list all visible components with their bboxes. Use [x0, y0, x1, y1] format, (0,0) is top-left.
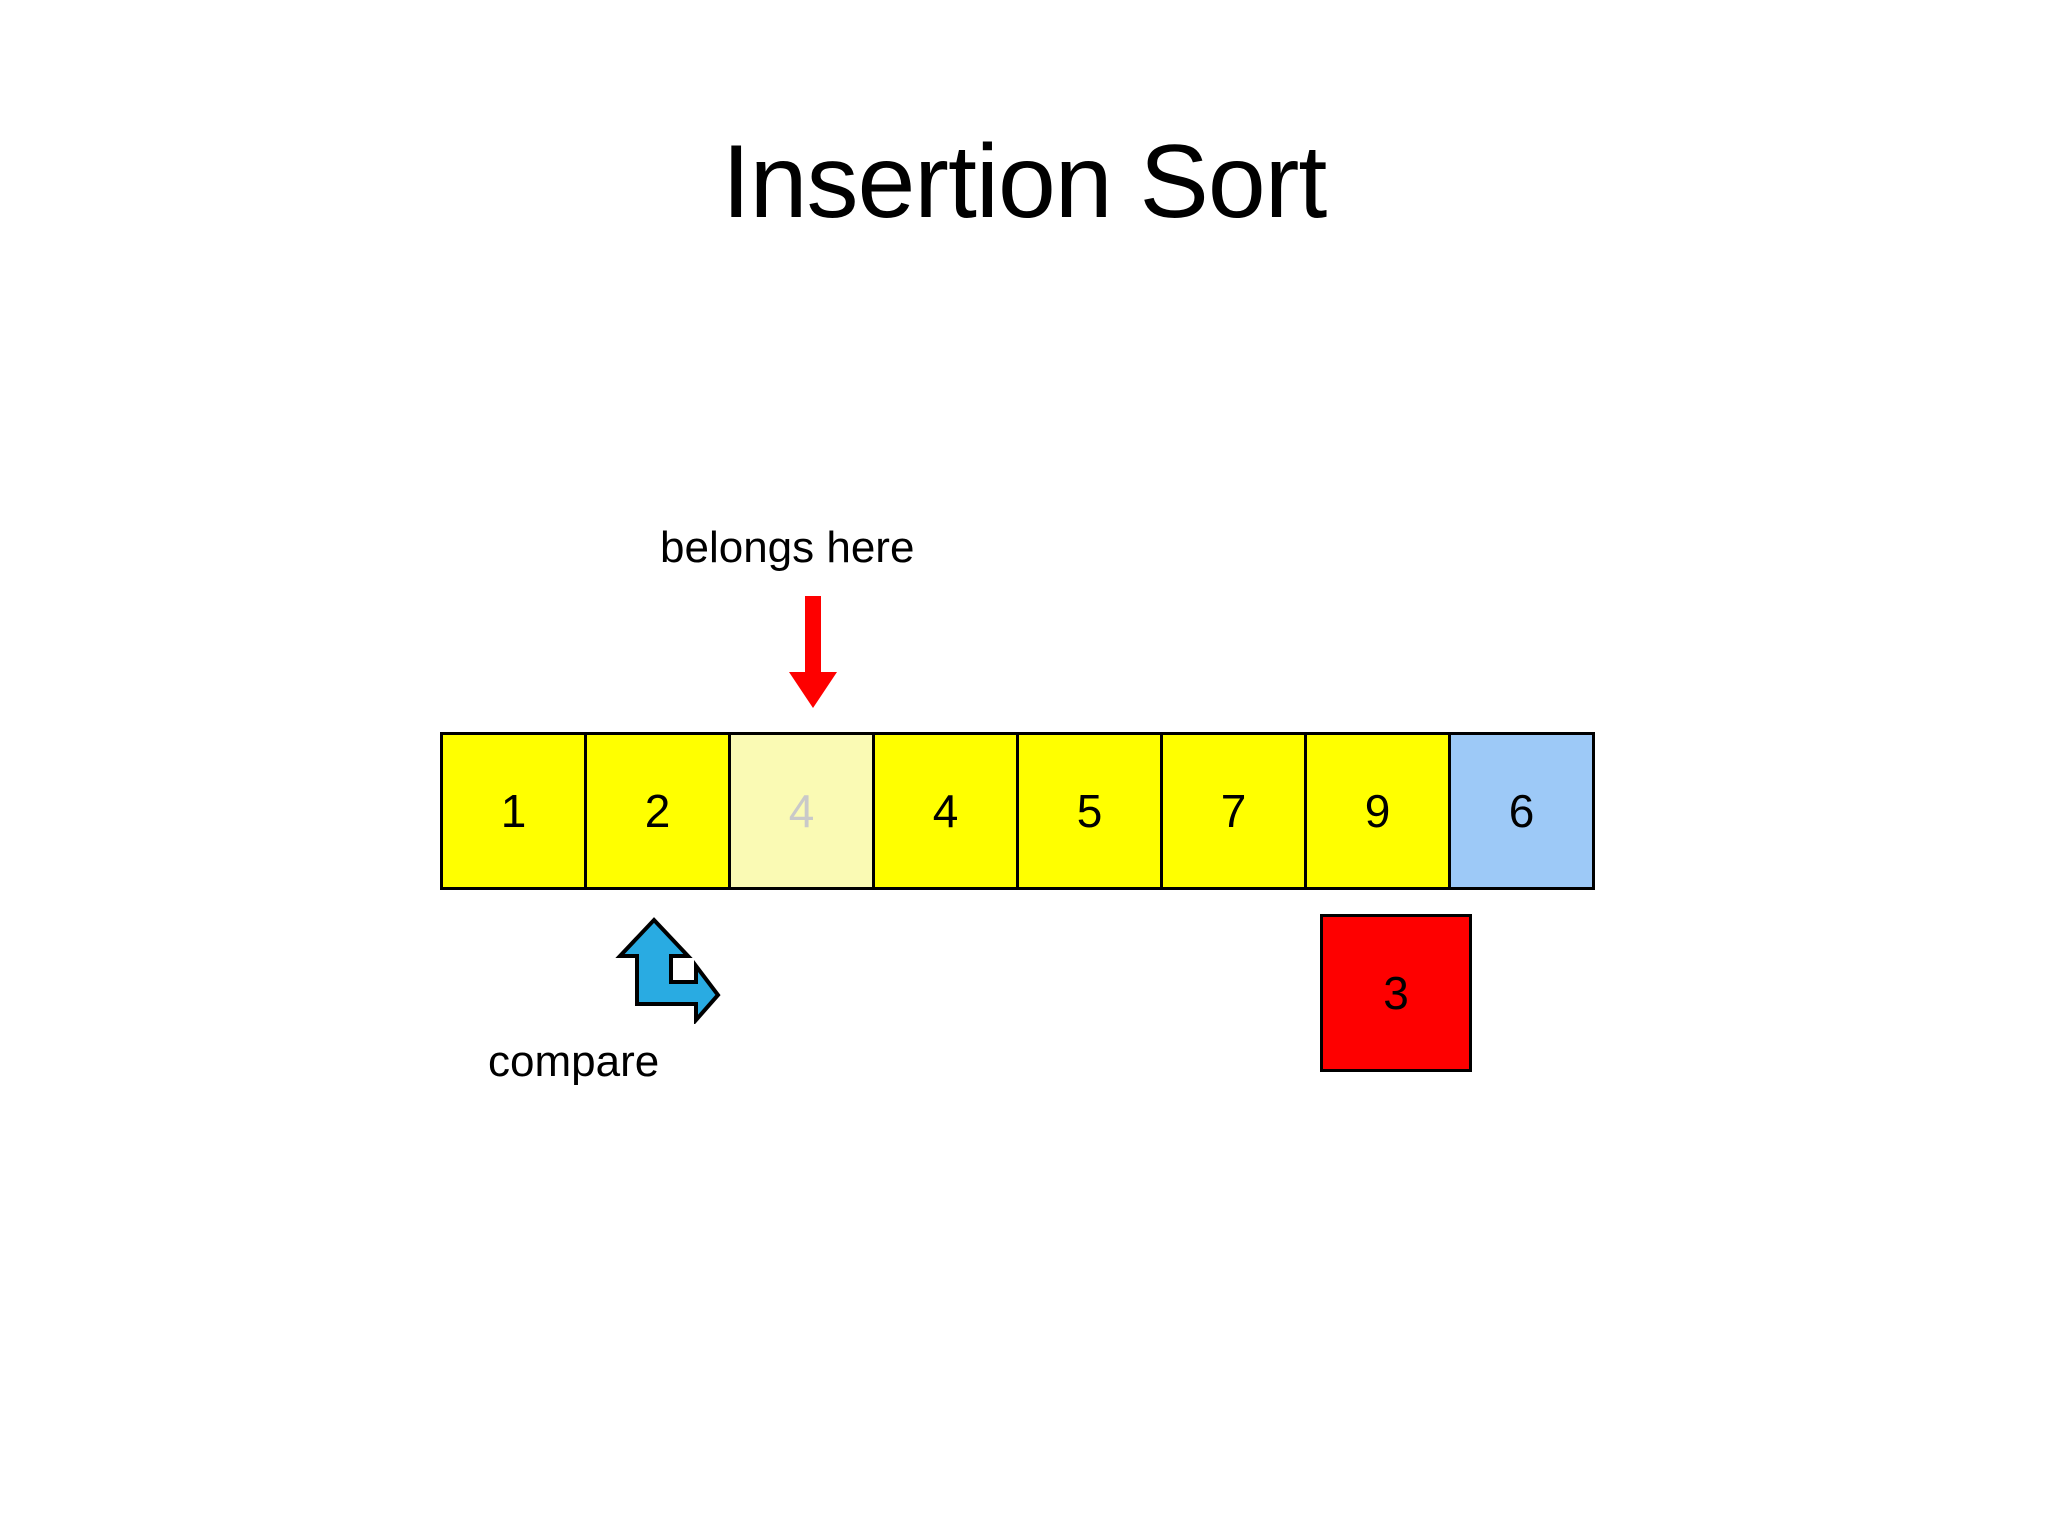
array-row: 1 2 4 4 5 7 9 6	[440, 732, 1595, 890]
array-cell-unsorted[interactable]: 6	[1448, 732, 1595, 890]
arrow-down-icon	[786, 596, 840, 708]
array-cell-value: 5	[1076, 785, 1103, 837]
array-cell-value: 9	[1364, 785, 1391, 837]
array-cell[interactable]: 4	[872, 732, 1019, 890]
belongs-here-label: belongs here	[660, 523, 915, 572]
array-cell[interactable]: 7	[1160, 732, 1307, 890]
array-cell-ghost[interactable]: 4	[728, 732, 875, 890]
array-cell-value: 4	[932, 785, 959, 837]
key-value-box[interactable]: 3	[1320, 914, 1472, 1072]
array-cell-value: 6	[1508, 785, 1535, 837]
array-cell[interactable]: 1	[440, 732, 587, 890]
array-cell-value: 4	[788, 785, 815, 837]
array-cell-value: 2	[644, 785, 671, 837]
array-cell[interactable]: 2	[584, 732, 731, 890]
array-cell[interactable]: 9	[1304, 732, 1451, 890]
key-value: 3	[1383, 967, 1409, 1019]
array-cell-value: 7	[1220, 785, 1247, 837]
bent-double-arrow-icon	[612, 916, 722, 1026]
page-title: Insertion Sort	[721, 124, 1328, 240]
array-cell-value: 1	[500, 785, 527, 837]
array-cell[interactable]: 5	[1016, 732, 1163, 890]
compare-label: compare	[488, 1037, 660, 1086]
